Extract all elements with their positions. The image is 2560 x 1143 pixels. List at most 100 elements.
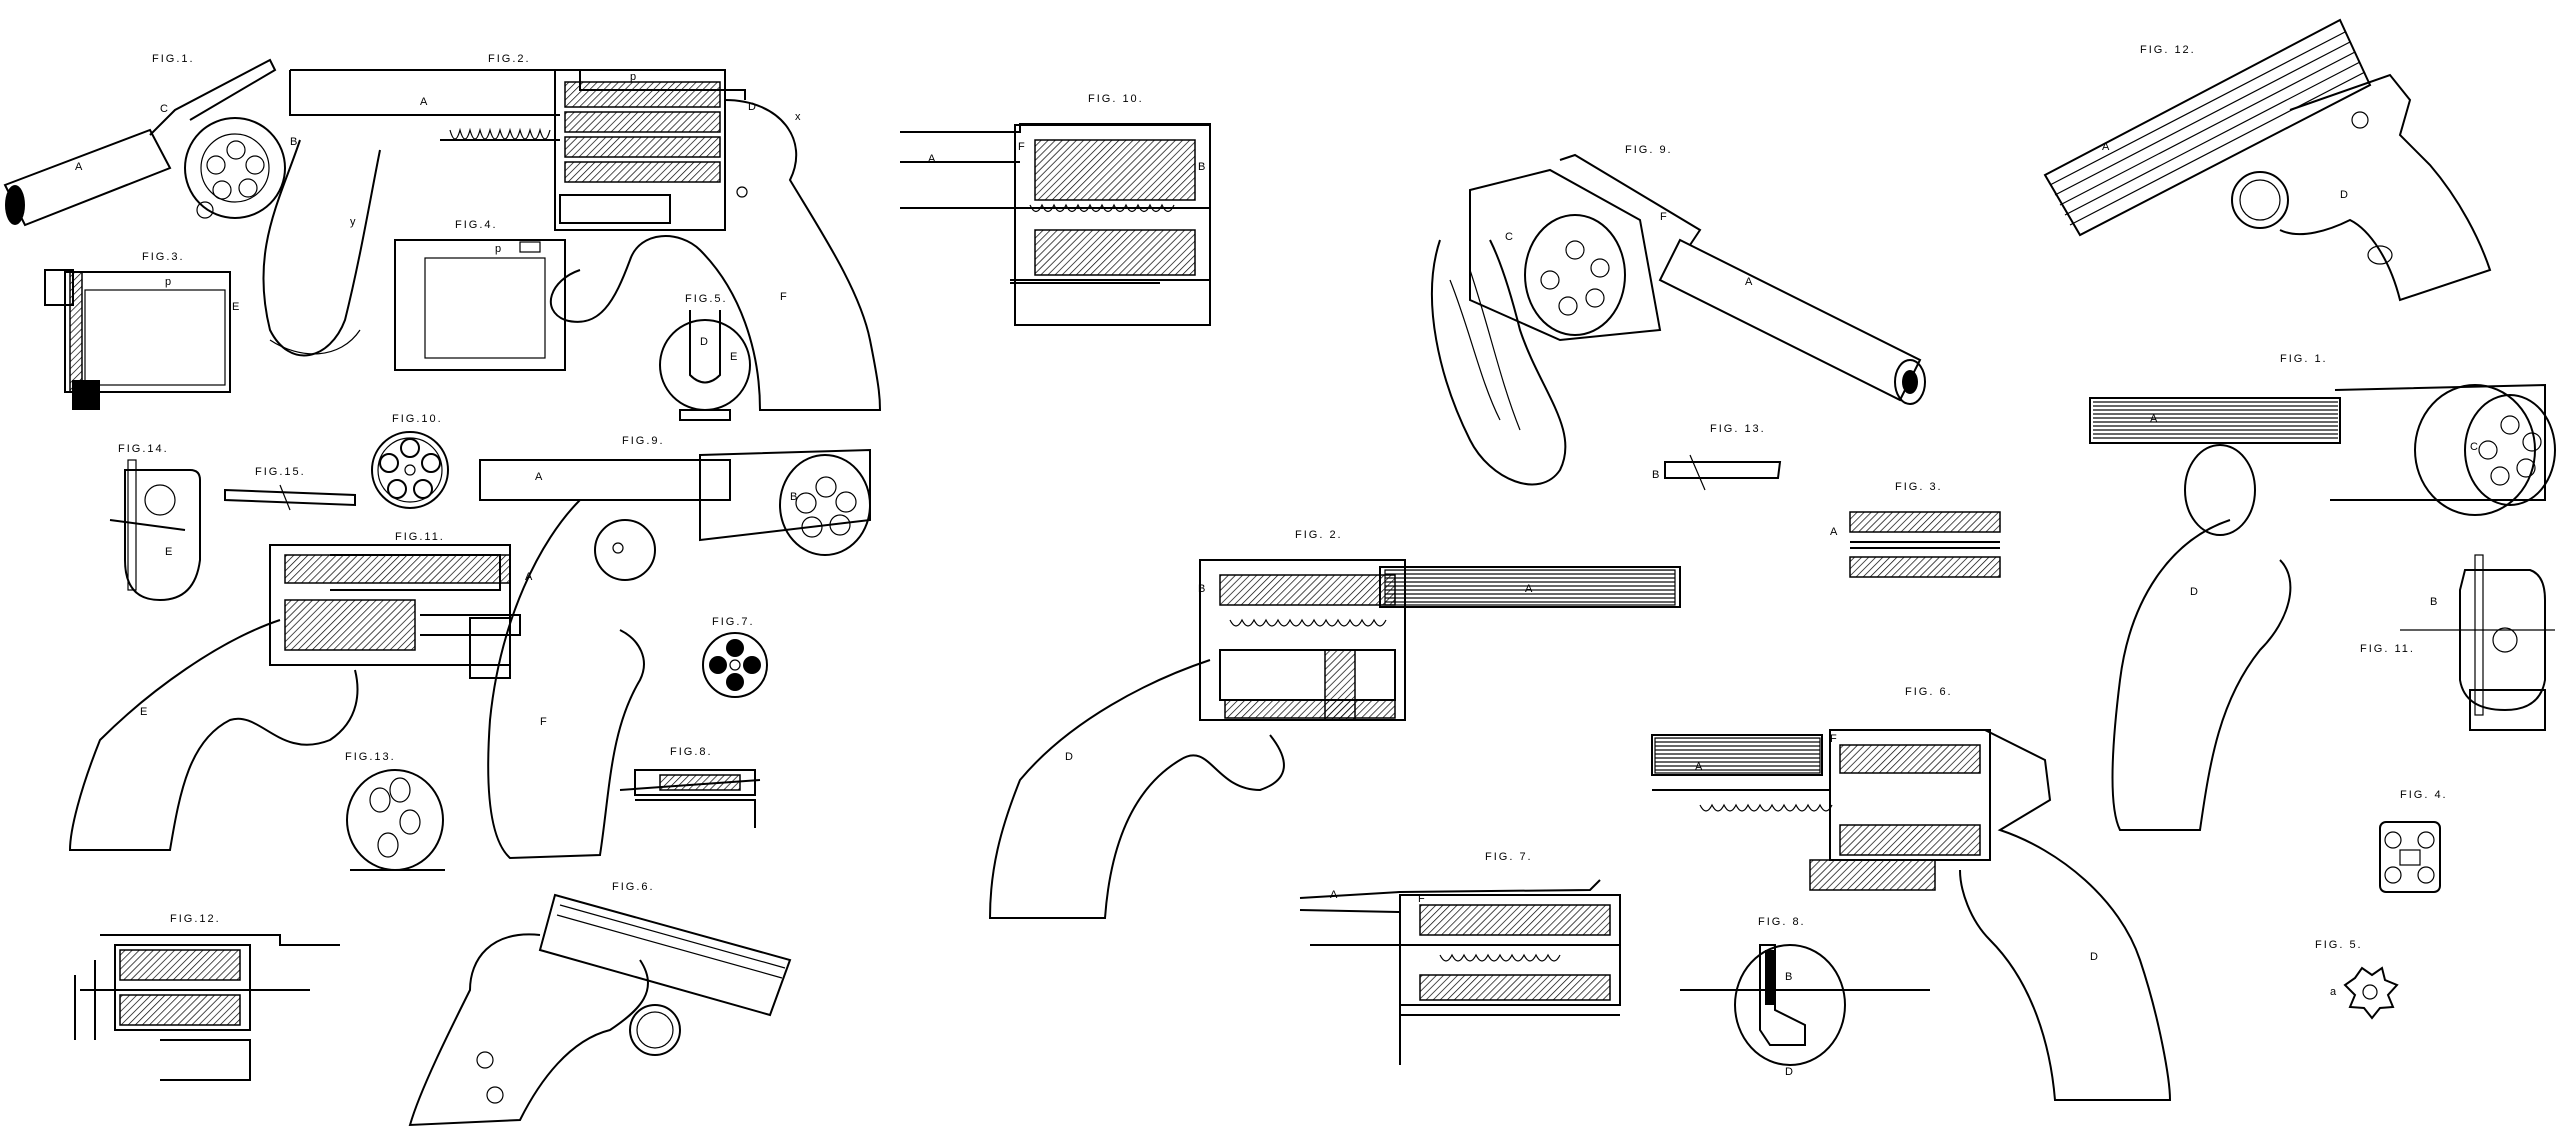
p1-figure-9-revolver-side: FIG.9. A B F (479, 435, 871, 860)
part-letter: D (1785, 1066, 1795, 1078)
p1-figure-8-rod: FIG.8. (619, 746, 761, 828)
part-letter: p (165, 276, 173, 288)
part-letter: x (795, 111, 803, 123)
figure-label: FIG.1. (152, 53, 195, 65)
figure-label: FIG. 13. (1710, 423, 1766, 435)
part-letter: D (2190, 586, 2200, 598)
part-letter: F (1018, 141, 1027, 153)
figure-label: FIG. 6. (1905, 686, 1953, 698)
figure-label: FIG. 9. (1625, 144, 1673, 156)
p1-figure-15-spring: FIG.15. (224, 466, 356, 511)
figure-label: FIG. 7. (1485, 851, 1533, 863)
figure-label: FIG.15. (255, 466, 306, 478)
figure-label: FIG.7. (712, 616, 755, 628)
p1-figure-3-frame-detail: FIG.3. p E (44, 251, 241, 410)
part-letter: A (535, 471, 544, 483)
part-letter: D (1065, 751, 1075, 763)
figure-label: FIG.10. (392, 413, 443, 425)
figure-label: FIG. 11. (2360, 643, 2415, 655)
part-letter: F (1660, 211, 1669, 223)
part-letter: A (928, 153, 937, 165)
part-letter: A (1830, 526, 1839, 538)
part-letter: B (790, 491, 799, 503)
p3-figure-4-cylinder-end: FIG. 4. (2379, 789, 2448, 893)
part-letter: p (495, 243, 503, 255)
part-letter: B (2430, 596, 2439, 608)
part-letter: A (1330, 889, 1339, 901)
figure-label: FIG. 8. (1758, 916, 1806, 928)
part-letter: D (748, 101, 758, 113)
figure-label: FIG. 12. (2140, 44, 2196, 56)
sheet-2: FIG. 10. A F B FIG. 9. (900, 93, 2172, 1101)
p2-figure-13-spring: FIG. 13. B (1652, 423, 1782, 491)
figure-label: FIG. 3. (1895, 481, 1943, 493)
figure-label: FIG. 10. (1088, 93, 1144, 105)
p2-figure-6-section: FIG. 6. F A D (1651, 686, 2172, 1101)
p1-figure-13-cylinder: FIG.13. (345, 751, 445, 871)
p1-figure-1-revolver-open: FIG.1. A B C y (3, 53, 381, 357)
part-letter: D (700, 336, 710, 348)
p1-figure-14-end-view: FIG.14. E (109, 443, 201, 602)
p1-figure-5-hammer-detail: FIG.5. D E (659, 293, 751, 421)
part-letter: B (1198, 161, 1207, 173)
figure-label: FIG.8. (670, 746, 713, 758)
figure-label: FIG.11. (395, 531, 445, 543)
part-letter: B (290, 136, 299, 148)
p1-figure-2-section-view: FIG.2. A p F D x (289, 53, 882, 411)
figure-label: FIG.6. (612, 881, 655, 893)
sheet-1: FIG.1. A B C y FIG.2. (3, 53, 882, 1127)
part-letter: F (1830, 733, 1839, 745)
figure-label: FIG.9. (622, 435, 665, 447)
part-letter: A (420, 96, 429, 108)
figure-label: FIG.12. (170, 913, 221, 925)
p2-figure-8-hammer: FIG. 8. B D (1680, 916, 1930, 1078)
part-letter: E (232, 301, 241, 313)
part-letter: C (2470, 441, 2480, 453)
part-letter: C (1505, 231, 1515, 243)
part-letter: A (1695, 761, 1704, 773)
part-letter: D (2090, 951, 2100, 963)
part-letter: F (780, 291, 789, 303)
part-letter: A (75, 161, 84, 173)
figure-label: FIG. 1. (2280, 353, 2328, 365)
p1-figure-12-section: FIG.12. (74, 913, 340, 1081)
figure-label: FIG.3. (142, 251, 185, 263)
part-letter: A (1745, 276, 1754, 288)
part-letter: A (2150, 413, 2159, 425)
part-letter: a (2330, 986, 2338, 998)
part-letter: B (1198, 583, 1207, 595)
p3-figure-11-end-view: FIG. 11. B (2360, 554, 2555, 731)
part-letter: D (2340, 189, 2350, 201)
p2-figure-2-section: FIG. 2. A D B (988, 529, 1681, 919)
p1-figure-11-section: FIG.11. A E (68, 531, 532, 851)
figure-label: FIG. 4. (2400, 789, 2448, 801)
part-letter: E (730, 351, 739, 363)
p1-figure-6-pepperbox: FIG.6. (408, 881, 792, 1127)
p1-figure-10-cylinder-face: FIG.10. (371, 413, 449, 509)
p1-figure-4-frame-detail: FIG.4. p (394, 219, 566, 371)
part-letter: A (2102, 141, 2111, 153)
figure-label: FIG. 5. (2315, 939, 2363, 951)
p3-figure-12-derringer: FIG. 12. A D (2043, 18, 2492, 302)
figure-label: FIG.2. (488, 53, 531, 65)
p3-figure-5-ratchet: FIG. 5. a (2315, 939, 2399, 1020)
p1-figure-7-cylinder-end: FIG.7. (702, 616, 768, 698)
part-letter: C (160, 103, 170, 115)
sheet-3: FIG. 12. A D FIG. 1. A D C (2043, 18, 2556, 1020)
p2-figure-10-section: FIG. 10. A F B (900, 93, 1211, 326)
part-letter: F (1418, 893, 1427, 905)
p2-figure-7-section: FIG. 7. A F (1299, 851, 1621, 1065)
figure-label: FIG. 2. (1295, 529, 1343, 541)
p2-figure-3-rod: FIG. 3. A (1830, 481, 2001, 578)
part-letter: B (1652, 469, 1661, 481)
part-letter: E (140, 706, 149, 718)
part-letter: F (540, 716, 549, 728)
figure-label: FIG.14. (118, 443, 169, 455)
part-letter: p (630, 71, 638, 83)
figure-label: FIG.13. (345, 751, 396, 763)
p2-figure-9-revolver-perspective: FIG. 9. F A C (1430, 144, 1926, 486)
figure-label: FIG.4. (455, 219, 498, 231)
figure-label: FIG.5. (685, 293, 728, 305)
part-letter: B (1785, 971, 1794, 983)
